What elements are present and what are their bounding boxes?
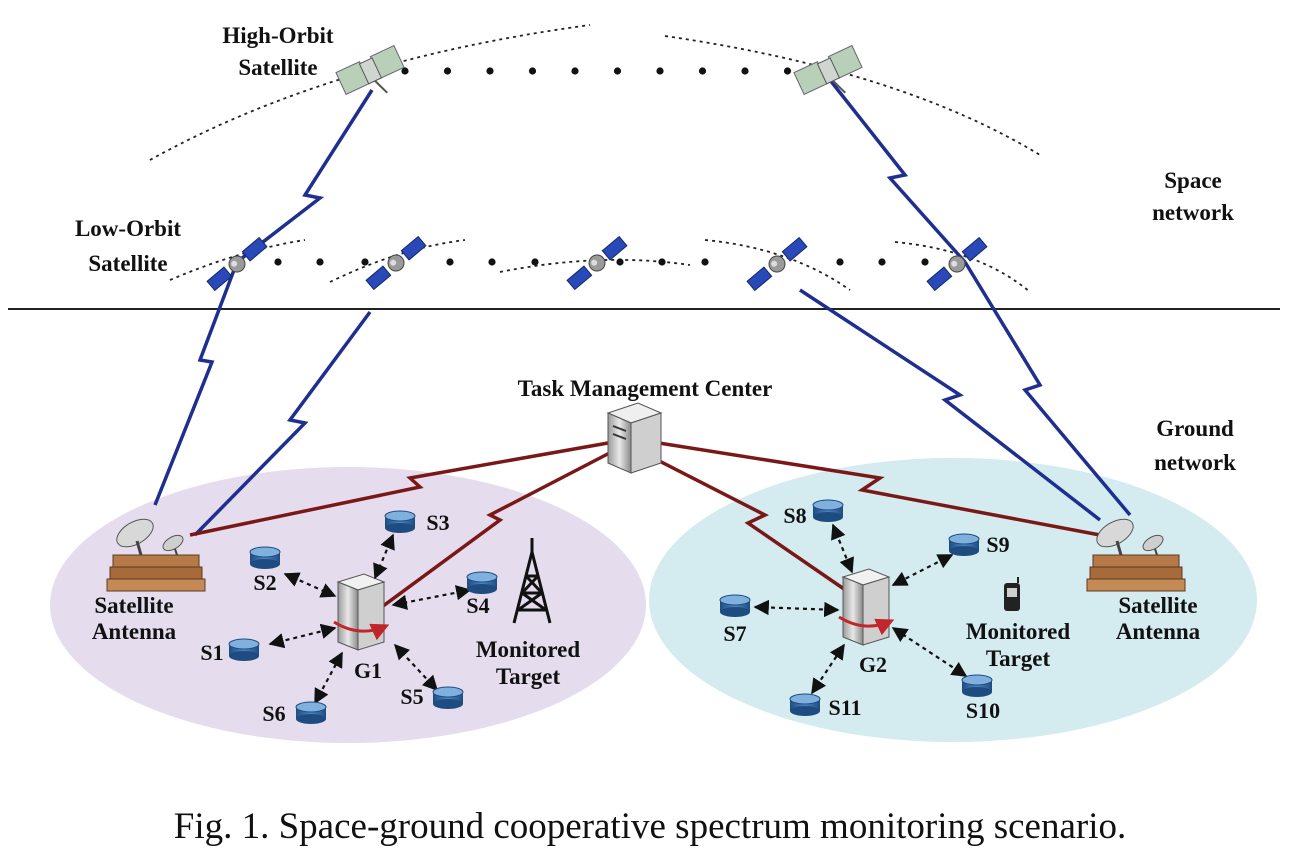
high-orbit-label-line2: Satellite <box>238 55 317 80</box>
sensor-s8-label: S8 <box>783 503 806 528</box>
ground-network-label-line2: network <box>1154 450 1236 475</box>
target-right-label-line1: Monitored <box>966 619 1071 644</box>
low-orbit-satellite-icon <box>365 235 427 291</box>
sensor-s7-icon <box>719 594 751 617</box>
local-link-s9 <box>891 554 954 586</box>
gateway-g2-label: G2 <box>859 652 887 677</box>
high-orbit-satellite-left-icon <box>335 44 405 96</box>
sensor-s7-label: S7 <box>723 621 746 646</box>
high-orbit-dotted-link <box>401 67 792 75</box>
sensor-s5-icon <box>432 686 464 709</box>
high-orbit-satellite-right-icon <box>793 44 863 96</box>
low-orbit-label-line2: Satellite <box>88 251 167 276</box>
local-link-s1 <box>268 623 337 649</box>
low-orbit-satellite-icon <box>926 236 988 292</box>
space-network-label-line1: Space <box>1164 168 1222 193</box>
sensor-s3-icon <box>384 510 416 533</box>
local-link-s11 <box>811 643 845 695</box>
sensor-s9-label: S9 <box>986 532 1009 557</box>
sensor-s6-icon <box>295 701 327 724</box>
sensor-s6-label: S6 <box>262 701 285 726</box>
high-orbit-arc-right <box>664 35 1041 156</box>
sensor-s11-icon <box>789 693 821 716</box>
task-management-center-label: Task Management Center <box>518 376 773 401</box>
low-orbit-satellite-icon <box>746 236 808 292</box>
local-link-s10 <box>891 627 968 677</box>
sensor-s1-label: S1 <box>200 640 223 665</box>
task-management-server-icon <box>606 402 663 474</box>
antenna-left-label-line2: Antenna <box>92 619 177 644</box>
target-left-label-line1: Monitored <box>476 637 581 662</box>
ground-network-label-line1: Ground <box>1156 416 1234 441</box>
local-link-s4 <box>391 585 472 610</box>
space-network-label-line2: network <box>1152 200 1234 225</box>
local-link-s2 <box>283 572 337 598</box>
gateway-g2-icon <box>838 568 895 646</box>
ground-links <box>189 438 1101 614</box>
gateway-g1-label: G1 <box>354 658 382 683</box>
sensor-s4-label: S4 <box>466 593 489 618</box>
sensor-s5-label: S5 <box>400 684 423 709</box>
low-orbit-satellite-icon <box>206 236 268 292</box>
antenna-right-label-line1: Satellite <box>1118 593 1197 618</box>
high-orbit-label-line1: High-Orbit <box>222 23 334 48</box>
sensor-s10-icon <box>961 674 993 697</box>
satellite-antenna-left-icon <box>106 518 206 592</box>
sensor-s8-icon <box>812 499 844 522</box>
local-link-s6 <box>314 651 343 705</box>
antenna-right-label-line2: Antenna <box>1116 619 1201 644</box>
antenna-left-label-line1: Satellite <box>94 593 173 618</box>
local-link-s8 <box>831 523 854 574</box>
low-orbit-label-line1: Low-Orbit <box>75 216 181 241</box>
monitored-target-tower-icon <box>512 538 552 624</box>
sensor-s3-label: S3 <box>426 510 449 535</box>
satellite-antenna-right-icon <box>1086 518 1186 592</box>
low-orbit-satellite-icon <box>566 235 628 291</box>
low-orbit-dotted-link <box>274 258 929 266</box>
sensor-s10-label: S10 <box>966 698 1000 723</box>
figure-caption: Fig. 1. Space-ground cooperative spectru… <box>174 806 1127 847</box>
monitored-target-phone-icon <box>1004 577 1020 611</box>
satellite-links <box>153 78 1132 537</box>
target-left-label-line2: Target <box>496 664 561 689</box>
local-link-s5 <box>393 643 439 692</box>
sensor-s11-label: S11 <box>828 695 861 720</box>
sensor-s4-icon <box>466 571 498 594</box>
sensor-s2-icon <box>249 546 281 569</box>
local-link-s7 <box>753 599 840 618</box>
gateway-g1-icon <box>333 573 390 651</box>
target-right-label-line2: Target <box>986 646 1051 671</box>
sensor-s2-label: S2 <box>253 570 276 595</box>
sensor-s9-icon <box>948 533 980 556</box>
sensor-s1-icon <box>228 638 260 661</box>
